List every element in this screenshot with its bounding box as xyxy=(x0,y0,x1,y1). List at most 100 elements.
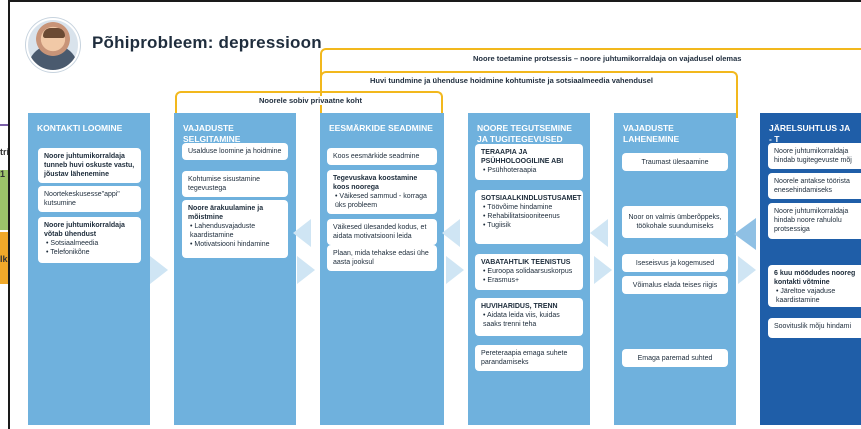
card-followup-4: 6 kuu möödudes nooreg kontakti võtmine •… xyxy=(768,265,861,307)
card-item: • Psühhoteraapia xyxy=(483,167,537,174)
card-resolution-4: Võimalus elada teises riigis xyxy=(622,276,728,294)
column-resolution-heading: VAJADUSTE LAHENEMINE xyxy=(623,123,680,144)
card-needs-1: Usalduse loomine ja hoidmine xyxy=(182,143,288,160)
card-text: Noortekeskusesse"appi" kutsumine xyxy=(44,191,120,207)
card-text: Koos eesmärkide seadmine xyxy=(333,153,420,160)
card-text: Plaan, mida tehakse edasi ühe aasta jook… xyxy=(333,250,429,266)
card-needs-2: Kohtumise sisustamine tegevustega xyxy=(182,171,288,197)
card-item: • Lahendusvajaduste kaardistamine xyxy=(190,223,256,239)
column-resolution: VAJADUSTE LAHENEMINE Traumast ülesaamine… xyxy=(614,113,736,425)
card-item: • Euroopa solidaarsuskorpus xyxy=(483,268,573,275)
bracket-middle xyxy=(320,71,738,118)
card-activities-3: VABATAHTLIK TEENISTUS • Euroopa solidaar… xyxy=(475,254,583,290)
card-goals-2: Tegevuskava koostamine koos noorega • Vä… xyxy=(327,170,437,214)
arrow-left-3-icon xyxy=(442,219,460,247)
arrow-right-4-icon xyxy=(594,256,612,284)
frame-top-border xyxy=(8,0,861,2)
column-goals-heading: EESMÄRKIDE SEADMINE xyxy=(329,123,433,133)
arrow-left-4-icon xyxy=(590,219,608,247)
card-followup-5: Soovituslik mõju hindami xyxy=(768,318,861,338)
card-item: • Rehabilitatsiooniteenus xyxy=(483,213,560,220)
column-needs-heading: VAJADUSTE SELGITAMINE xyxy=(183,123,241,144)
card-activities-2: SOTSIAALKINDLUSTUSAMET • Töövõime hindam… xyxy=(475,190,583,244)
arrow-right-1-icon xyxy=(150,256,168,284)
card-text: Pereteraapia emaga suhete parandamiseks xyxy=(481,350,568,366)
card-title: Noore juhtumikorraldaja võtab ühendust xyxy=(44,222,125,238)
card-text: Noorele antakse töörista enesehindamisek… xyxy=(774,178,850,194)
card-text: Emaga paremad suhted xyxy=(637,354,713,362)
column-activities-heading: NOORE TEGUTSEMINE JA TUGITEGEVUSED xyxy=(477,123,572,144)
column-contact-heading: KONTAKTI LOOMINE xyxy=(37,123,123,133)
column-activities: NOORE TEGUTSEMINE JA TUGITEGEVUSED TERAA… xyxy=(468,113,590,425)
left-strip-text-a: tri xyxy=(0,147,8,157)
card-item: • Erasmus+ xyxy=(483,277,520,284)
card-goals-1: Koos eesmärkide seadmine xyxy=(327,148,437,165)
card-title: SOTSIAALKINDLUSTUSAMET xyxy=(481,195,582,202)
card-text: Noore juhtumikorraldaja hindab noore rah… xyxy=(774,208,849,233)
frame-left-border xyxy=(8,0,10,429)
card-text: Väikesed ülesanded kodus, et aidata moti… xyxy=(333,224,427,240)
card-item: • Aidata leida viis, kuidas saaks trenni… xyxy=(483,312,560,328)
avatar xyxy=(26,18,80,72)
left-strip-text-c: lk xyxy=(0,254,8,264)
card-resolution-5: Emaga paremad suhted xyxy=(622,349,728,367)
card-title: Noore ärakuulamine ja mõistmine xyxy=(188,205,264,221)
card-text: Traumast ülesaamine xyxy=(641,158,709,166)
arrow-left-2-icon xyxy=(293,219,311,247)
card-title: 6 kuu möödudes nooreg kontakti võtmine xyxy=(774,270,856,286)
card-goals-3: Väikesed ülesanded kodus, et aidata moti… xyxy=(327,219,437,245)
left-strip-text-b: 1 xyxy=(0,169,6,179)
card-followup-2: Noorele antakse töörista enesehindamisek… xyxy=(768,173,861,199)
card-resolution-2: Noor on valmis ümberõppeks, töökohale su… xyxy=(622,206,728,238)
card-text: Soovituslik mõju hindami xyxy=(774,323,852,330)
card-resolution-3: Iseseisvus ja kogemused xyxy=(622,254,728,272)
card-item: • Motivatsiooni hindamine xyxy=(190,241,270,248)
card-needs-3: Noore ärakuulamine ja mõistmine • Lahend… xyxy=(182,200,288,258)
arrow-right-3-icon xyxy=(446,256,464,284)
card-text: Noor on valmis ümberõppeks, töökohale su… xyxy=(628,214,722,230)
card-followup-3: Noore juhtumikorraldaja hindab noore rah… xyxy=(768,203,861,239)
card-title: VABATAHTLIK TEENISTUS xyxy=(481,259,571,266)
card-item: • Sotsiaalmeedia xyxy=(46,240,99,247)
page-title: Põhiprobleem: depressioon xyxy=(92,33,322,52)
column-needs: VAJADUSTE SELGITAMINE Usalduse loomine j… xyxy=(174,113,296,425)
left-strip-green-block xyxy=(0,170,8,230)
card-text: Kohtumise sisustamine tegevustega xyxy=(188,176,260,192)
bracket-low-label: Noorele sobiv privaatne koht xyxy=(256,96,365,105)
column-followup-heading: JÄRELSUHTLUS JA - T xyxy=(769,123,850,144)
card-item: • Töövõime hindamine xyxy=(483,204,553,211)
card-contact-3: Noore juhtumikorraldaja võtab ühendust •… xyxy=(38,217,141,263)
card-followup-1: Noore juhtumikorraldaja hindab tugitegev… xyxy=(768,143,861,169)
card-item: • Tugiisik xyxy=(483,222,511,229)
card-resolution-1: Traumast ülesaamine xyxy=(622,153,728,171)
bracket-middle-label: Huvi tundmine ja ühenduse hoidmine kohtu… xyxy=(367,76,656,85)
card-title: Noore juhtumikorraldaja tunneb huvi osku… xyxy=(44,153,135,178)
card-text: Võimalus elada teises riigis xyxy=(632,281,718,289)
card-activities-1: TERAAPIA JA PSÜHHOLOOGILINE ABI • Psühho… xyxy=(475,144,583,180)
column-goals: EESMÄRKIDE SEADMINE Koos eesmärkide sead… xyxy=(320,113,444,425)
bracket-top-label: Noore toetamine protsessis – noore juhtu… xyxy=(470,54,745,63)
left-strip-divider xyxy=(0,124,8,126)
card-item: • Telefonikõne xyxy=(46,249,90,256)
card-text: Iseseisvus ja kogemused xyxy=(635,259,715,267)
card-title: TERAAPIA JA PSÜHHOLOOGILINE ABI xyxy=(481,149,564,165)
column-followup: JÄRELSUHTLUS JA - T Noore juhtumikorrald… xyxy=(760,113,861,425)
column-contact: KONTAKTI LOOMINE Noore juhtumikorraldaja… xyxy=(28,113,150,425)
card-text: Noore juhtumikorraldaja hindab tugitegev… xyxy=(774,148,852,164)
card-activities-4: HUVIHARIDUS, TRENN • Aidata leida viis, … xyxy=(475,298,583,336)
card-item: • Väikesed sammud - korraga üks probleem xyxy=(335,193,427,209)
arrow-right-2-icon xyxy=(297,256,315,284)
card-title: Tegevuskava koostamine koos noorega xyxy=(333,175,418,191)
card-contact-2: Noortekeskusesse"appi" kutsumine xyxy=(38,186,141,212)
arrow-right-5-icon xyxy=(738,256,756,284)
card-contact-1: Noore juhtumikorraldaja tunneb huvi osku… xyxy=(38,148,141,183)
card-goals-4: Plaan, mida tehakse edasi ühe aasta jook… xyxy=(327,245,437,271)
bracket-low xyxy=(175,91,443,118)
card-text: Usalduse loomine ja hoidmine xyxy=(188,148,282,155)
card-item: • Järeltoe vajaduse kaardistamine xyxy=(776,288,836,304)
card-title: HUVIHARIDUS, TRENN xyxy=(481,303,558,310)
arrow-left-5-icon xyxy=(734,218,756,250)
left-edge-strip: tri 1 lk xyxy=(0,0,8,429)
left-strip-orange-block xyxy=(0,232,8,284)
card-activities-5: Pereteraapia emaga suhete parandamiseks xyxy=(475,345,583,371)
